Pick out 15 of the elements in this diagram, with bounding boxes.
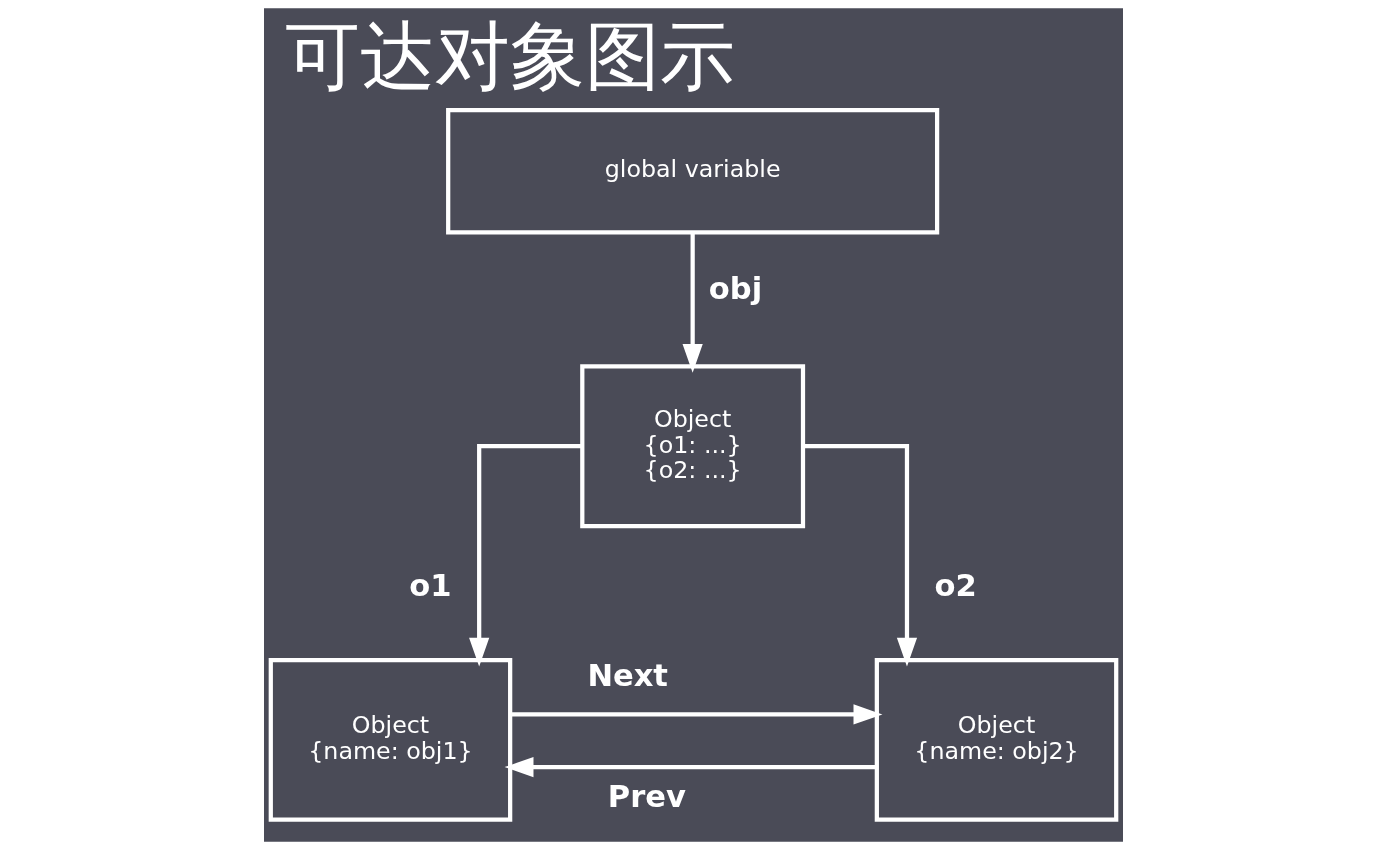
node-box: Object {name: obj1} [268, 658, 512, 822]
arrow [468, 444, 582, 667]
node-box: Object {name: obj2} [874, 658, 1118, 822]
arrow [802, 444, 917, 667]
edge-label: obj [708, 270, 762, 306]
edge-label: o2 [933, 568, 977, 604]
node-box: global variable [445, 107, 939, 235]
edge-label: Next [586, 658, 668, 694]
arrow [510, 704, 882, 725]
node-box: Object {o1: ...} {o2: ...} [579, 364, 805, 529]
edge-label: o1 [408, 568, 452, 604]
edge-label: Prev [607, 778, 686, 814]
arrow [504, 756, 876, 778]
diagram-title: 可达对象图示 [284, 12, 735, 100]
arrow [682, 232, 703, 373]
